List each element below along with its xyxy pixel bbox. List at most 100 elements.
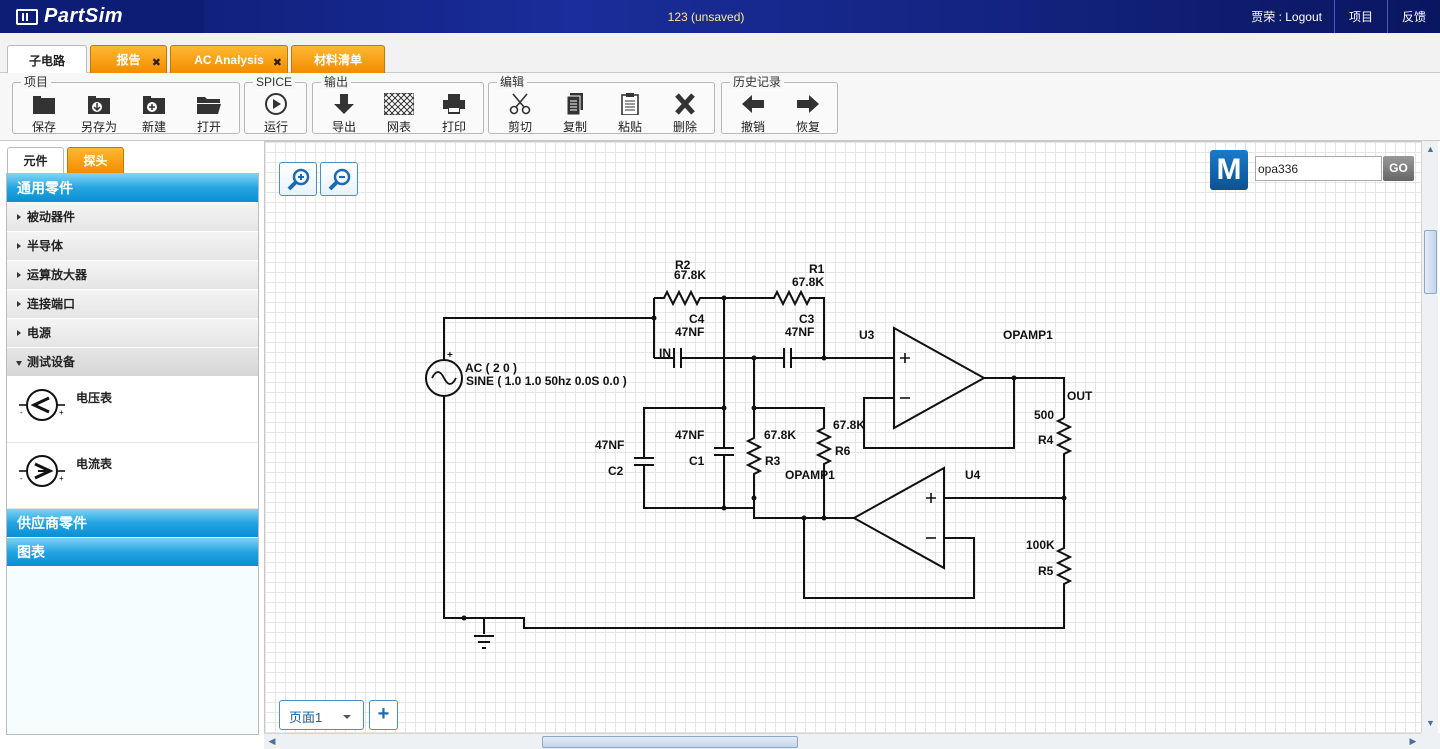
- arrow-left-icon: [742, 95, 764, 113]
- category-ports[interactable]: 连接端口: [7, 290, 258, 319]
- tab-bill-of-materials[interactable]: 材料清单: [291, 45, 385, 73]
- page-label: 页面1: [289, 710, 323, 725]
- export-button[interactable]: 导出: [316, 93, 372, 134]
- new-button[interactable]: 新建: [126, 93, 182, 134]
- search-go-button[interactable]: GO: [1383, 156, 1414, 181]
- label-c3-value: 47NF: [785, 325, 814, 339]
- toolbar-group-project: 项目 保存 另存为 新建 打开: [12, 75, 240, 134]
- undo-button[interactable]: 撤销: [725, 93, 781, 134]
- resistor-r2[interactable]: [654, 289, 724, 307]
- component-voltmeter[interactable]: - + 电压表: [7, 377, 258, 443]
- projects-link[interactable]: 项目: [1333, 0, 1387, 33]
- page-selector[interactable]: 页面1: [279, 700, 364, 730]
- save-icon: [33, 96, 55, 114]
- component-library: 通用零件 被动器件 半导体 运算放大器 连接端口 电源 测试设备 - + 电压表: [6, 173, 259, 735]
- wire[interactable]: [863, 378, 1015, 449]
- logout-link[interactable]: 贾荣 : Logout: [1251, 10, 1322, 24]
- mouser-logo-icon: M: [1210, 150, 1248, 190]
- section-general-parts[interactable]: 通用零件: [7, 174, 258, 203]
- opamp-u3[interactable]: [893, 326, 987, 430]
- new-folder-icon: [143, 96, 165, 114]
- scroll-up-icon[interactable]: ▲: [1426, 144, 1435, 154]
- tab-subcircuit[interactable]: 子电路: [7, 45, 87, 74]
- wire[interactable]: [984, 377, 1065, 418]
- section-charts[interactable]: 图表: [7, 538, 258, 567]
- opamp-u4[interactable]: [851, 466, 945, 570]
- capacitor-c4[interactable]: [654, 348, 784, 368]
- expand-arrow-icon: [17, 272, 21, 278]
- save-as-button[interactable]: 另存为: [71, 93, 127, 134]
- wire[interactable]: [443, 396, 1065, 629]
- label-out: OUT: [1067, 389, 1093, 403]
- save-button[interactable]: 保存: [16, 93, 72, 134]
- category-label: 电源: [27, 326, 52, 340]
- category-power[interactable]: 电源: [7, 319, 258, 348]
- button-label: 复制: [562, 120, 587, 134]
- svg-text:+: +: [59, 474, 64, 483]
- vertical-scroll-thumb[interactable]: [1424, 230, 1437, 294]
- label-r5-value: 100K: [1026, 538, 1055, 552]
- redo-button[interactable]: 恢复: [780, 93, 836, 134]
- capacitor-c2[interactable]: [634, 407, 754, 509]
- close-tab-icon[interactable]: ✖: [272, 57, 282, 69]
- part-search-input[interactable]: [1255, 156, 1382, 181]
- capacitor-c3[interactable]: [783, 348, 894, 368]
- tab-report[interactable]: 报告 ✖: [90, 45, 167, 73]
- tab-components[interactable]: 元件: [7, 147, 64, 173]
- horizontal-scrollbar[interactable]: ◀ ▶: [264, 733, 1421, 749]
- save-as-icon: [88, 96, 110, 114]
- scrollbar-corner: [1421, 733, 1440, 749]
- circuit-schematic[interactable]: R2 67.8K R1 67.8K C4 47NF C3 47NF U3 OPA…: [265, 142, 1421, 733]
- schematic-canvas[interactable]: R2 67.8K R1 67.8K C4 47NF C3 47NF U3 OPA…: [264, 141, 1421, 733]
- toolbar-group-history: 历史记录 撤销 恢复: [721, 75, 838, 134]
- resistor-r6[interactable]: [754, 407, 833, 518]
- resistor-r3[interactable]: [745, 358, 854, 519]
- ammeter-icon: - +: [19, 455, 65, 487]
- group-label: 历史记录: [730, 75, 785, 89]
- netlist-grid-icon: [384, 93, 414, 115]
- close-tab-icon[interactable]: ✖: [151, 57, 161, 69]
- category-op-amps[interactable]: 运算放大器: [7, 261, 258, 290]
- ground-symbol[interactable]: [474, 618, 494, 649]
- tab-probes[interactable]: 探头: [67, 147, 124, 173]
- wire[interactable]: [803, 518, 975, 599]
- printer-icon: [443, 94, 465, 114]
- category-test-equipment[interactable]: 测试设备: [7, 348, 258, 377]
- delete-button[interactable]: 删除: [657, 93, 713, 134]
- button-label: 打开: [196, 120, 221, 134]
- paste-clipboard-icon: [621, 93, 639, 115]
- resistor-r1[interactable]: [724, 289, 825, 358]
- print-button[interactable]: 打印: [426, 93, 482, 134]
- tab-ac-analysis[interactable]: AC Analysis✖: [170, 45, 288, 73]
- zoom-in-button[interactable]: [279, 162, 317, 196]
- scroll-down-icon[interactable]: ▼: [1426, 718, 1435, 728]
- group-label: 项目: [21, 75, 52, 89]
- open-button[interactable]: 打开: [181, 93, 237, 134]
- cut-button[interactable]: 剪切: [492, 93, 548, 134]
- run-button[interactable]: 运行: [248, 93, 304, 134]
- vertical-scrollbar[interactable]: ▲ ▼: [1421, 141, 1438, 733]
- label-c3-name: C3: [799, 312, 815, 326]
- paste-button[interactable]: 粘贴: [602, 93, 658, 134]
- copy-button[interactable]: 复制: [547, 93, 603, 134]
- resistor-r5[interactable]: [1055, 498, 1073, 588]
- label-sine-params: SINE ( 1.0 1.0 50hz 0.0S 0.0 ): [466, 374, 627, 388]
- scroll-right-icon[interactable]: ▶: [1409, 736, 1417, 746]
- netlist-button[interactable]: 网表: [371, 93, 427, 134]
- add-page-button[interactable]: +: [369, 700, 398, 730]
- part-search: M GO: [1210, 150, 1416, 192]
- horizontal-scroll-thumb[interactable]: [542, 736, 798, 748]
- wire[interactable]: [443, 317, 654, 360]
- capacitor-c1[interactable]: [714, 447, 734, 508]
- svg-text:+: +: [59, 408, 64, 417]
- component-ammeter[interactable]: - + 电流表: [7, 443, 258, 509]
- section-vendor-parts[interactable]: 供应商零件: [7, 509, 258, 538]
- app-logo[interactable]: PartSim: [0, 0, 204, 33]
- scroll-left-icon[interactable]: ◀: [268, 736, 276, 746]
- tab-label: 报告: [116, 53, 141, 67]
- feedback-link[interactable]: 反馈: [1386, 0, 1440, 33]
- zoom-out-button[interactable]: [320, 162, 358, 196]
- category-semiconductors[interactable]: 半导体: [7, 232, 258, 261]
- resistor-r4[interactable]: [1055, 417, 1073, 498]
- category-passives[interactable]: 被动器件: [7, 203, 258, 232]
